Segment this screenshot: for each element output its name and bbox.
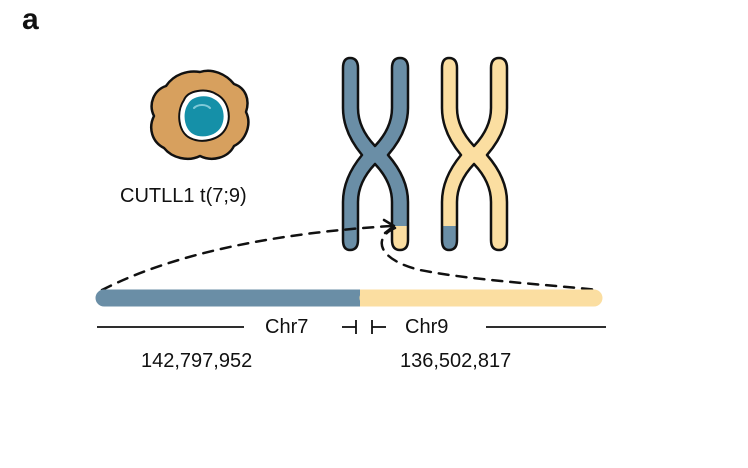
breakpoint-symbol [342, 320, 386, 334]
zoom-line-left [100, 224, 394, 292]
panel-label: a [22, 3, 39, 36]
fusion-bar [95, 289, 603, 307]
chr9-breakpoint-coordinate: 136,502,817 [400, 350, 512, 372]
zoom-line-right [380, 226, 600, 292]
genomic-axis [97, 320, 606, 334]
chr7-breakpoint-coordinate: 142,797,952 [141, 350, 253, 372]
cell-line-label: CUTLL1 t(7;9) [120, 185, 247, 207]
chromosome-9-icon [440, 56, 509, 252]
chr9-label: Chr9 [405, 316, 449, 338]
zoom-dashed-lines [100, 218, 600, 292]
chr7-label: Chr7 [265, 316, 309, 338]
cell-icon [150, 69, 250, 160]
